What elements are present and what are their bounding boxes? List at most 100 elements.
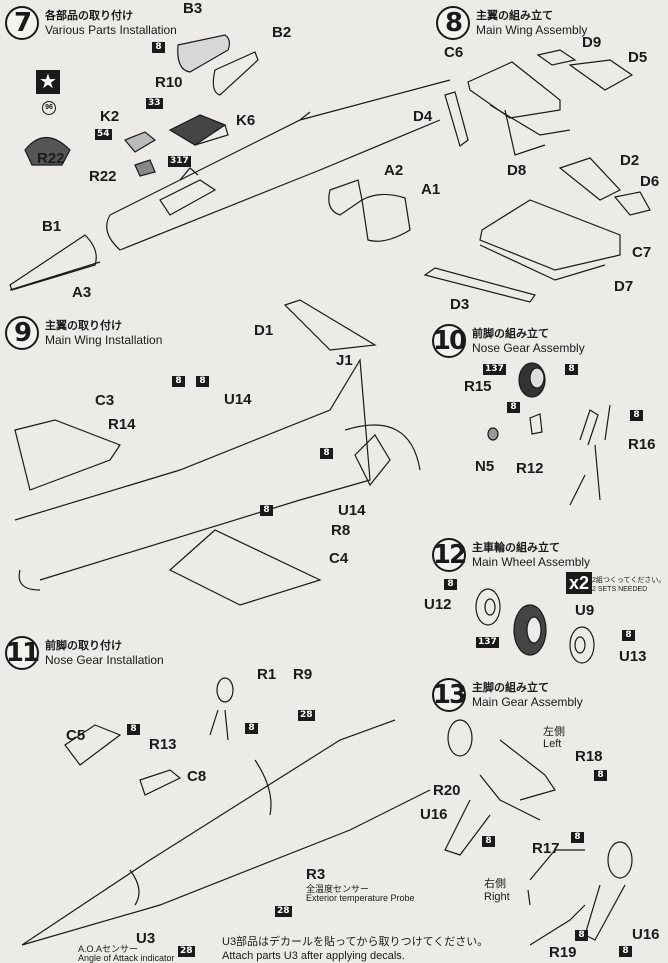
step9-right-wing-drawing: [168, 529, 322, 606]
part-label-b3: B3: [183, 0, 203, 17]
step-title-jp: 前脚の取り付け: [45, 639, 122, 652]
part-label-r13: R13: [149, 736, 177, 753]
step-number: 10: [432, 324, 467, 358]
part-label-r8: R8: [331, 522, 351, 539]
part-label-k2: K2: [100, 108, 120, 125]
step-9-header: 9 主翼の取り付け Main Wing Installation: [5, 316, 162, 350]
part-label-c8: C8: [187, 768, 207, 785]
paint-code: 33: [146, 98, 163, 109]
part-label-c4: C4: [329, 550, 349, 567]
part-label-u16: U16: [420, 806, 448, 823]
u3-note-jp: A.O.Aセンサー: [78, 944, 139, 954]
step-title-en: Main Wing Assembly: [476, 23, 588, 37]
step-title-en: Nose Gear Installation: [45, 653, 164, 667]
step11-fuselage-drawing: [21, 719, 431, 946]
paint-code: 8: [152, 42, 165, 53]
paint-code: 8: [594, 770, 607, 781]
part-label-r16: R16: [628, 436, 656, 453]
step9-left-wing-drawing: [14, 419, 121, 491]
paint-code: 8: [575, 930, 588, 941]
paint-code: 54: [95, 129, 112, 140]
step8-lower-wing-drawing: [479, 199, 621, 281]
paint-code: 28: [275, 906, 292, 917]
step8-d4-part: [444, 91, 469, 147]
part-label-d3: D3: [450, 296, 470, 313]
step10-wheel-drawing: [518, 362, 546, 398]
step10-n5-part: [487, 427, 499, 441]
part-label-a1: A1: [421, 181, 441, 198]
paint-code: 8: [172, 376, 185, 387]
part-label-n5: N5: [475, 458, 495, 475]
left-side-en: Left: [543, 738, 562, 750]
step-11-header: 11 前脚の取り付け Nose Gear Installation: [5, 636, 164, 670]
step8-d2-part: [558, 157, 621, 201]
step7-intake-a2: [328, 179, 363, 216]
paint-code: 8: [320, 448, 333, 459]
step12-u12-wheel: [475, 588, 501, 626]
step-number: 13: [432, 678, 467, 712]
footer-note-en: Attach parts U3 after applying decals.: [222, 950, 405, 962]
step13-left-gear-drawing: [444, 719, 556, 856]
step-title-en: Various Parts Installation: [45, 23, 177, 37]
part-label-u3: U3: [136, 930, 156, 947]
step-number: 7: [5, 6, 39, 40]
part-label-r22: R22: [89, 168, 117, 185]
part-label-r1: R1: [257, 666, 277, 683]
part-label-u14: U14: [338, 502, 366, 519]
paint-code: 8: [507, 402, 520, 413]
step-title-en: Main Wing Installation: [45, 333, 163, 347]
part-label-r14: R14: [108, 416, 136, 433]
part-label-d2: D2: [620, 152, 640, 169]
step11-c5-part: [64, 724, 122, 766]
paint-code: 317: [168, 156, 191, 167]
part-label-d7: D7: [614, 278, 634, 295]
paint-code: 8: [622, 630, 635, 641]
r3-note-jp: 全温度センサー: [306, 884, 370, 894]
step8-d9-part: [536, 49, 577, 66]
step-title-en: Nose Gear Assembly: [472, 341, 585, 355]
part-label-r20: R20: [433, 782, 461, 799]
step-number: 8: [436, 6, 470, 40]
sets-needed-jp: 2組つくってください。: [592, 577, 666, 584]
step-10-header: 10 前脚の組み立て Nose Gear Assembly: [432, 324, 585, 358]
part-label-d6: D6: [640, 173, 660, 190]
step13-right-gear-drawing: [527, 841, 633, 946]
star-icon: ★: [36, 70, 60, 94]
step-number: 9: [5, 316, 39, 350]
step7-instrument-panel: [24, 136, 71, 166]
paint-code: 8: [630, 410, 643, 421]
step11-gear-leg: [209, 677, 234, 741]
decal-number: 96: [42, 101, 56, 115]
step12-u9-tire: [513, 604, 547, 656]
step7-k6-part: [168, 114, 229, 146]
part-label-a3: A3: [72, 284, 92, 301]
part-label-d1: D1: [254, 322, 274, 339]
step12-u13-wheel: [569, 626, 595, 664]
step8-d5-part: [568, 59, 634, 91]
step-13-header: 13 主脚の組み立て Main Gear Assembly: [432, 678, 583, 712]
part-label-d4: D4: [413, 108, 433, 125]
u3-note-en: Angle of Attack indicator: [78, 953, 175, 963]
step9-intake-detail-drawing: [344, 424, 421, 487]
footer-note-jp: U3部品はデカールを貼ってから取りつけてください。: [222, 936, 489, 948]
step7-fuselage-drawing: [106, 79, 451, 251]
part-label-b1: B1: [42, 218, 62, 235]
step7-nose-cone-drawing: [9, 234, 101, 291]
step-title-jp: 主脚の組み立て: [472, 681, 549, 694]
part-label-c5: C5: [66, 727, 86, 744]
step7-r22-part: [134, 159, 156, 177]
step7-canopy-b3: [177, 34, 231, 73]
paint-code: 8: [245, 723, 258, 734]
part-label-u9: U9: [575, 602, 595, 619]
step-7-header: 7 各部品の取り付け Various Parts Installation: [5, 6, 177, 40]
step7-intake-a1: [361, 193, 411, 242]
step8-d3-part: [423, 267, 536, 303]
part-label-r19: R19: [549, 944, 577, 961]
paint-code: 28: [178, 946, 195, 957]
part-label-d9: D9: [582, 34, 602, 51]
step-number: 12: [432, 538, 467, 572]
step10-r12-part: [529, 413, 543, 435]
paint-code: 8: [127, 724, 140, 735]
step7-canopy-b2: [212, 51, 259, 96]
right-side-en: Right: [484, 891, 510, 903]
